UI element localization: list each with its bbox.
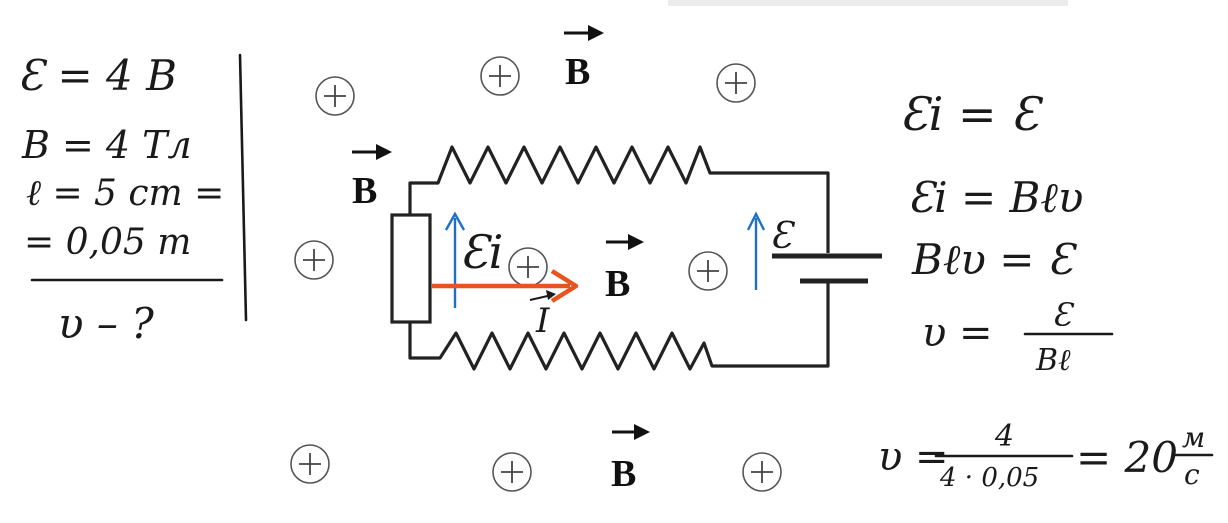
solution-line3: Bℓυ = Ɛ (911, 235, 1078, 284)
circle-plus-icon (742, 452, 782, 492)
circle-plus-icon (480, 56, 520, 96)
current-label: I (529, 290, 556, 341)
current-arrow (432, 269, 579, 303)
field-label-bottom: B (611, 424, 650, 495)
circle-plus-icon (290, 444, 330, 484)
given-field: B = 4 Tл (21, 123, 192, 167)
battery-emf-arrow (746, 211, 766, 290)
solution-unit-numerator: м (1182, 421, 1205, 454)
field-markers (290, 56, 782, 492)
sliding-rod (390, 213, 432, 324)
circuit (390, 145, 882, 371)
svg-text:I: I (535, 301, 550, 341)
circle-plus-icon (688, 251, 728, 291)
top-faint-bar (668, 0, 1068, 6)
circle-plus-icon (492, 452, 532, 492)
solution-line5-numerator: 4 (994, 419, 1014, 454)
solution-line2: Ɛi = Bℓυ (908, 173, 1083, 222)
induced-emf-label: Ɛi (460, 225, 503, 279)
given-emf: Ɛ = 4 B (18, 51, 177, 100)
induced-emf-arrow (444, 211, 466, 308)
solution-line1: Ɛi = Ɛ (900, 87, 1043, 141)
field-label-center: B (605, 234, 644, 305)
given-length: ℓ = 5 cm = (26, 173, 224, 214)
given-vertical-separator (238, 53, 248, 322)
bottom-rail-resistor (408, 281, 830, 371)
given-block: Ɛ = 4 B B = 4 Tл ℓ = 5 cm = = 0,05 m υ –… (18, 51, 224, 348)
svg-text:B: B (565, 51, 590, 93)
svg-text:B: B (605, 263, 630, 305)
given-length-si: = 0,05 m (24, 222, 191, 263)
circle-plus-icon (315, 76, 355, 116)
field-label-top: B (564, 25, 604, 93)
top-rail-resistor (408, 145, 830, 253)
solution-line4-numerator: Ɛ (1052, 296, 1075, 334)
solution-block: Ɛi = Ɛ Ɛi = Bℓυ Bℓυ = Ɛ υ = Ɛ Bℓ υ = 4 4… (878, 87, 1214, 493)
svg-text:B: B (352, 170, 377, 212)
solution-line4-lhs: υ = (922, 310, 993, 356)
given-unknown: υ – ? (58, 299, 154, 348)
circle-plus-icon (508, 247, 548, 287)
solution-line4-denominator: Bℓ (1035, 343, 1071, 378)
field-label-left: B (352, 144, 392, 212)
solution-line5-denominator: 4 · 0,05 (939, 463, 1039, 493)
circle-plus-icon (716, 63, 756, 103)
battery-emf-label: Ɛ (770, 216, 796, 257)
solution-line5-result: = 20 (1076, 433, 1178, 482)
solution-unit-denominator: с (1184, 458, 1200, 491)
svg-text:B: B (611, 453, 636, 495)
circle-plus-icon (294, 240, 334, 280)
